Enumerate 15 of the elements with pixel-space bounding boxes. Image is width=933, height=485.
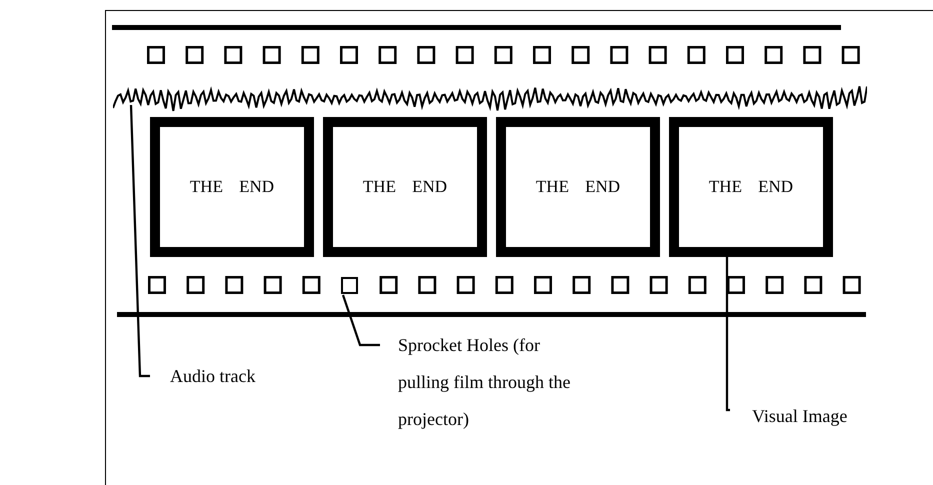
film-frame — [496, 117, 660, 257]
callout-label: Audio track — [170, 358, 310, 395]
frame-text: THE END — [362, 177, 448, 197]
film-frame — [323, 117, 487, 257]
leader-line — [342, 294, 380, 346]
frame-text: THE END — [708, 177, 794, 197]
callout-label: Sprocket Holes (for pulling film through the projector) — [398, 327, 576, 438]
leader-line — [726, 257, 730, 412]
callout-label: Visual Image — [752, 398, 902, 435]
film-frame — [150, 117, 314, 257]
frame-text: THE END — [536, 177, 620, 197]
leader-line — [130, 104, 150, 378]
frame-text: THE END — [190, 177, 274, 197]
film-frame — [669, 117, 833, 257]
sprocket-hole — [341, 277, 358, 294]
